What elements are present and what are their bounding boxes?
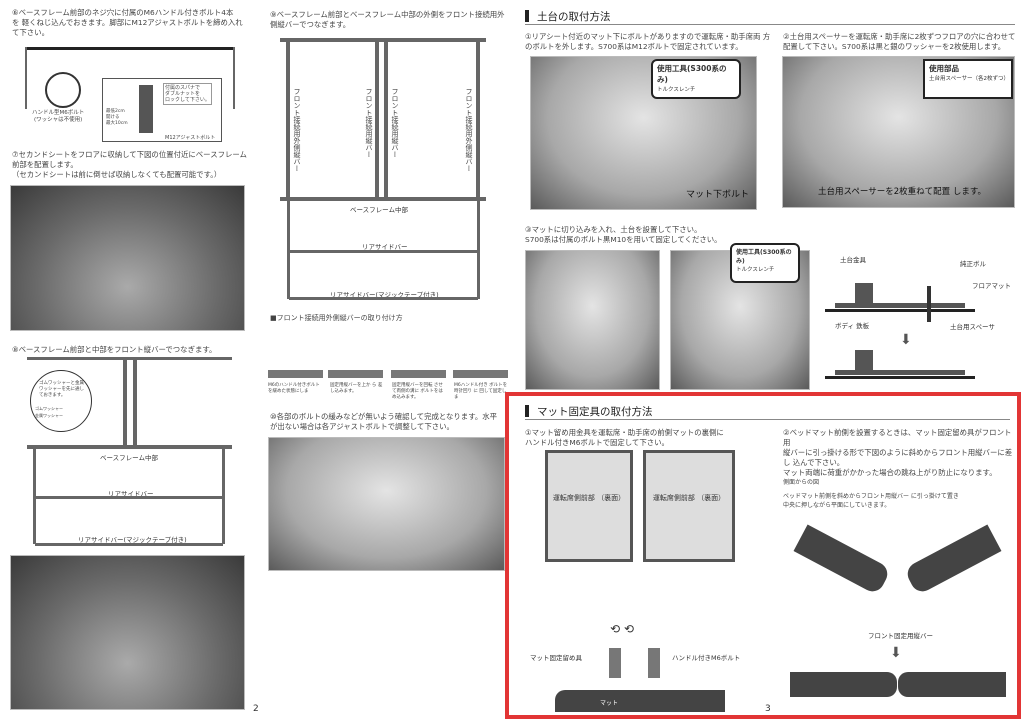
- washer-note: ゴムワッシャーと金属 ワッシャーを先に通し ておきます。: [39, 381, 84, 398]
- metal-washer-label: 金属ワッシャー: [35, 413, 63, 418]
- washer-detail: ゴムワッシャーと金属 ワッシャーを先に通し ておきます。 ゴムワッシャー 金属ワ…: [30, 370, 92, 432]
- label-body-plate: ボディ 鉄板: [835, 322, 870, 330]
- frame-leg: [233, 47, 235, 109]
- arrow-down-icon: ⬇: [900, 332, 912, 348]
- rotate-arrow-icon: ⟲ ⟲: [610, 622, 634, 636]
- parts-name: 土台用スペーサー（各2枚ずつ）: [929, 76, 1010, 82]
- mat-left-flat: [790, 672, 897, 697]
- label-bolt: 純正ボル: [960, 260, 986, 268]
- handle-bolt-label: ハンドル型M6ボルト (ワッシャは不使用): [32, 110, 85, 123]
- mat-step2-text: ②ベッドマット前側を設置するときは、マット固定留め具がフロント用 縦バーに引っ掛…: [783, 428, 1013, 477]
- photo-frame-placement: [10, 185, 245, 331]
- tool-name: トルクスレンチ: [736, 267, 775, 273]
- side-bar: [33, 449, 36, 544]
- rear-side-velcro-bar: [289, 297, 478, 300]
- vbar-label: フロント接続用縦バー: [391, 88, 399, 158]
- side-bar: [222, 449, 225, 544]
- photo-spacer: 使用部品土台用スペーサー（各2枚ずつ） 土台用スペーサーを2枚重ねて配置 します…: [782, 56, 1015, 208]
- vbar-label: フロント接続用縦バー: [365, 88, 373, 158]
- double-nut-note: 付属のスパナで ダブルナットを ロックして下さい。: [163, 83, 212, 105]
- label-base-bracket: 土台金具: [840, 256, 866, 264]
- mat-panel-driver: 運転席側前部 （裏面）: [545, 450, 633, 562]
- label-spacer: 土台用スペーサ: [950, 323, 995, 331]
- front-vbar: [123, 360, 127, 445]
- photo-base-left: [525, 250, 660, 390]
- base-cross-section-diagram: 土台金具 純正ボル フロアマット ボディ 鉄板 土台用スペーサ ⬇: [820, 248, 1015, 388]
- tool-title: 使用工具(S300系のみ): [657, 64, 727, 84]
- section-title-base: 土台の取付方法: [525, 9, 1015, 25]
- frame-leg: [25, 47, 27, 109]
- howto-step-4: M6ハンドル付き ボルトを時計回り に 回して固定しま: [454, 383, 508, 400]
- section-title-mat: マット固定具の取付方法: [525, 404, 1010, 420]
- rear-side-velcro-bar: [35, 543, 223, 546]
- photo-completed-frame: [268, 437, 505, 571]
- outer-vbar-label: フロント接続用外側縦バー: [465, 88, 473, 172]
- highlight-box: [505, 392, 1021, 719]
- howto-step-1: M6のハンドル付きボルト を緩めた状態にしま: [268, 383, 320, 394]
- arrow-down-icon: ⬇: [890, 645, 902, 661]
- front-frame-bar: [280, 38, 486, 42]
- height-note: 最低2cm 開ける 最大10cm: [106, 109, 128, 126]
- howto-step-3: 固定用縦バーを回転 させて両側の溝に ボルトをはめ込みます。: [392, 383, 443, 400]
- page-number: 2: [253, 704, 259, 714]
- mid-frame-bar: [27, 445, 232, 449]
- mat-bolt-label: マット下ボルト: [686, 190, 750, 200]
- base-step2-text: ②土台用スペーサーを運転席・助手席に2枚ずつフロアの穴に合わせて 配置して下さい…: [783, 32, 1016, 51]
- tool-title: 使用工具(S300系のみ): [736, 249, 792, 265]
- m6-bolt-label: ハンドル付きM6ボルト: [672, 654, 741, 662]
- spacer-caption: 土台用スペーサーを2枚重ねて配置 します。: [818, 187, 986, 197]
- label-floormat: フロアマット: [972, 282, 1011, 290]
- howto-title: ■フロント接続用外側縦バーの取り付け方: [270, 314, 403, 322]
- side-view-note: ベッドマット前側を斜めからフロント用縦バー に引っ掛けて置き 中央に押しながら平…: [783, 493, 959, 509]
- handle-bolt-icon: [45, 72, 81, 108]
- outer-vbar: [476, 42, 480, 197]
- rear-side-label: リアサイドバー: [108, 490, 154, 498]
- parts-title: 使用部品: [929, 64, 959, 73]
- mat-panel-passenger: 運転席側前部 （裏面）: [643, 450, 735, 562]
- mat-shape: マット: [555, 690, 725, 712]
- rear-side-velcro-label: リアサイドバー(マジックテープ付き): [78, 536, 187, 544]
- rear-side-bar: [289, 250, 478, 253]
- step8-text: ⑧ベースフレーム前部と中部をフロント縦バーでつなぎます。: [12, 345, 217, 354]
- howto-steps: M6のハンドル付きボルト を緩めた状態にしま 固定用縦バーを上か ら 差し込みま…: [268, 328, 508, 408]
- mid-frame-bar: [280, 197, 486, 201]
- step6-text: ⑥ベースフレーム前部のネジ穴に付属のM6ハンドル付きボルト4本 を 軽くねじ込ん…: [12, 8, 243, 37]
- howto-step-2: 固定用縦バーを上か ら 差し込みます。: [330, 383, 383, 394]
- rear-side-bar: [35, 496, 223, 499]
- adjust-bolt-box: 付属のスパナで ダブルナットを ロックして下さい。 最低2cm 開ける 最大10…: [102, 78, 222, 142]
- vbar: [384, 42, 388, 197]
- adjust-bolt-label: M12アジャストボルト: [165, 135, 216, 141]
- vbar: [375, 42, 379, 197]
- front-frame-bar: [27, 357, 232, 360]
- base-step1-text: ①リアシート付近のマット下にボルトがありますので運転席・助手席両 方 のボルトを…: [525, 32, 771, 51]
- mat-step1-text: ①マット留め用金具を運転席・助手席の前側マットの裏側に ハンドル付きM6ボルトで…: [525, 428, 724, 447]
- photo-frame-installed: [10, 555, 245, 710]
- bolt-icon: [609, 648, 621, 678]
- step10-text: ⑩各部のボルトの緩みなどが無いよう確認して完成となります。水平 が出ない場合は各…: [270, 412, 498, 431]
- outer-vbar: [286, 42, 290, 197]
- outer-vbar-label: フロント接続用外側縦バー: [293, 88, 301, 172]
- step7-text: ⑦セカンドシートをフロアに収納して下図の位置付近にベースフレーム 前部を配置しま…: [12, 150, 247, 179]
- mat-right-flat: [898, 672, 1006, 697]
- page-number: 3: [765, 704, 771, 714]
- frame-diagram: [25, 47, 235, 50]
- front-bar-label: フロント固定用縦バー: [868, 632, 933, 640]
- tool-name: トルクスレンチ: [657, 87, 696, 93]
- rubber-washer-label: ゴムワッシャー: [35, 406, 63, 411]
- base-step3-text: ③マットに切り込みを入れ、土台を設置して下さい。 S700系は付属のボルト黒M1…: [525, 225, 722, 244]
- base-mid-label: ベースフレーム中部: [100, 454, 158, 462]
- side-bar: [287, 201, 290, 299]
- rear-side-label: リアサイドバー: [362, 243, 408, 251]
- front-vbar: [133, 360, 137, 445]
- side-bar: [477, 201, 480, 299]
- base-mid-label: ベースフレーム中部: [350, 206, 408, 214]
- step9-text: ⑨ベースフレーム前部とベースフレーム中部の外側をフロント接続用外 側縦バーでつな…: [270, 10, 505, 29]
- bolt-icon: [648, 648, 660, 678]
- side-view-label: 側面からの図: [783, 479, 820, 486]
- rear-side-velcro-label: リアサイドバー(マジックテープ付き): [330, 291, 439, 299]
- mat-bracket-label: マット固定留め具: [530, 654, 582, 662]
- photo-mat-bolt: 使用工具(S300系のみ) トルクスレンチ マット下ボルト: [530, 56, 757, 210]
